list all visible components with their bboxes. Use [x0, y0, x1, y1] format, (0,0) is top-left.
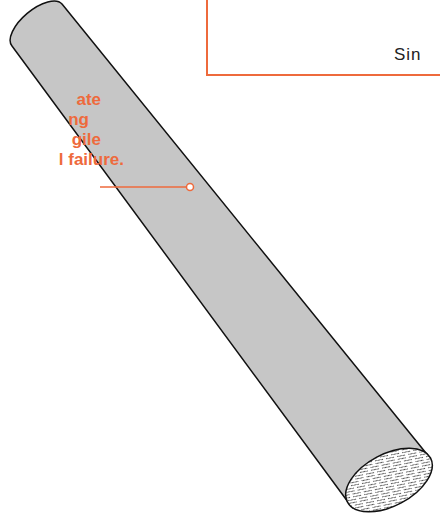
leader-line	[100, 186, 186, 188]
callout-label: ate	[76, 90, 101, 110]
callout-label: l failure.	[59, 150, 124, 170]
callout-box: Sin	[206, 0, 440, 76]
rod-body	[10, 1, 430, 502]
leader-end	[187, 184, 194, 191]
braided-end	[335, 435, 440, 523]
callout-text: Sin	[394, 45, 422, 65]
callout-label: gile	[72, 130, 101, 150]
callout-label: ng	[68, 110, 89, 130]
